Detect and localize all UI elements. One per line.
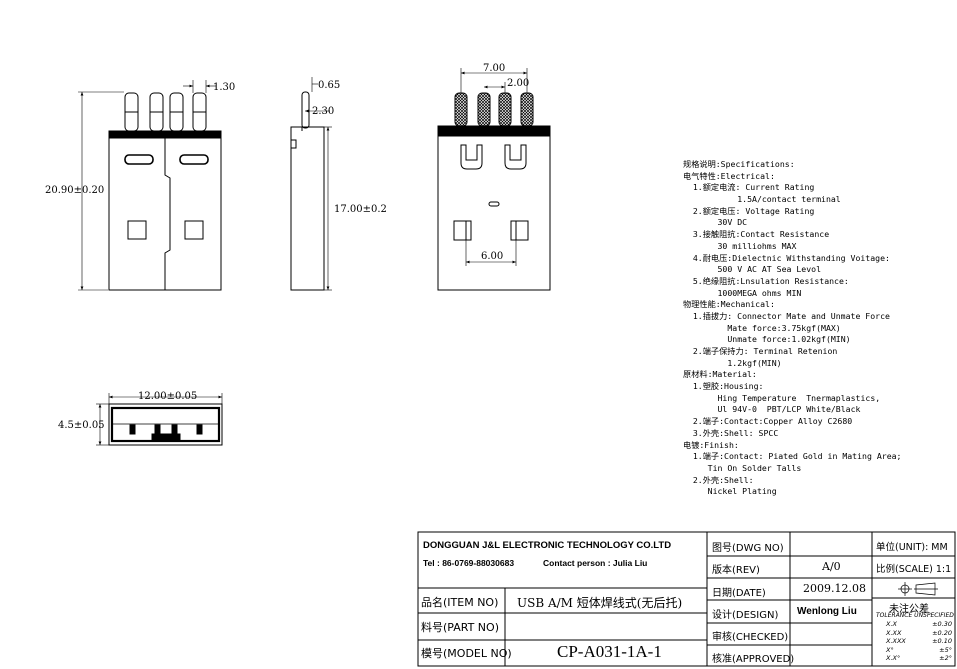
tolerance-value: ±2° [939, 654, 952, 663]
spec-line: 2.额定电压: Voltage Rating [683, 205, 815, 216]
tolerance-row: X.XXX ±0.10 [886, 637, 952, 646]
checked-label: 审核(CHECKED) [712, 632, 789, 643]
dim-window-span: 6.00 [481, 251, 503, 262]
design-value: Wenlong Liu [797, 606, 857, 617]
spec-line: 4.耐电压:Dielectnic Withstanding Voitage: [683, 252, 890, 263]
title-block-grid [417, 531, 956, 667]
model-label: 模号(MODEL NO) [421, 647, 512, 660]
unit-label: 单位(UNIT): MM [876, 542, 948, 553]
date-label: 日期(DATE) [712, 588, 766, 599]
design-label: 设计(DESIGN) [712, 610, 779, 621]
dim-side-height: 20.90±0.20 [45, 185, 104, 196]
spec-line: 30V DC [683, 217, 748, 228]
scale-label: 比例(SCALE) 1:1 [876, 564, 952, 575]
rev-label: 版本(REV) [712, 565, 760, 576]
spec-line: 5.绝缘阻抗:Lnsulation Resistance: [683, 275, 849, 286]
tolerance-value: ±0.10 [932, 637, 952, 646]
spec-line: 1.端子:Contact: Piated Gold in Mating Area… [683, 451, 902, 462]
approved-label: 核准(APPROVED) [712, 654, 795, 665]
spec-line: 物理性能:Mechanical: [683, 299, 775, 310]
tolerance-title: 未注公差 [889, 604, 929, 615]
company-name: DONGGUAN J&L ELECTRONIC TECHNOLOGY CO.LT… [423, 540, 672, 551]
dim-pin-width: 1.30 [213, 82, 235, 93]
company-tel: Tel : 86-0769-88030683 [423, 558, 515, 568]
tolerance-value: ±5° [939, 645, 952, 654]
dim-face-width: 12.00±0.05 [138, 391, 197, 402]
spec-line: 30 milliohms MAX [683, 240, 797, 251]
spec-line: Mate force:3.75kgf(MAX) [683, 322, 841, 333]
company-contact: Contact person : Julia Liu [543, 558, 648, 568]
dim-pin-span: 7.00 [483, 63, 505, 74]
dim-profile-offset: 2.30 [312, 106, 334, 117]
spec-line: 原材料:Material: [683, 369, 757, 380]
spec-line: Hing Temperature Tnermaplastics, [683, 392, 881, 403]
face-view [96, 393, 223, 446]
item-label: 品名(ITEM NO) [421, 596, 499, 609]
tolerance-key: X.XX [886, 628, 902, 637]
side-view [290, 77, 332, 291]
dwg-label: 图号(DWG NO) [712, 543, 784, 554]
spec-line: 3.接触阻抗:Contact Resistance [683, 229, 830, 240]
dim-pin-pitch: 2.00 [507, 78, 529, 89]
model-value: CP-A031-1A-1 [557, 642, 662, 661]
spec-line: 500 V AC AT Sea Levol [683, 264, 822, 275]
tolerance-key: X° [886, 645, 894, 654]
spec-line: 1.额定电流: Current Rating [683, 182, 815, 193]
date-value: 2009.12.08 [803, 582, 866, 595]
spec-line: 2.端子:Contact:Copper Alloy C2680 [683, 416, 853, 427]
tolerance-row: X.XX ±0.20 [886, 629, 952, 638]
spec-line: 电镀:Finish: [683, 439, 739, 450]
dim-body-height: 17.00±0.2 [334, 204, 387, 215]
spec-line: Tin On Solder Talls [683, 462, 802, 473]
spec-line: 电气特性:Electrical: [683, 170, 775, 181]
part-label: 料号(PART NO) [421, 621, 499, 634]
tolerance-value: ±0.20 [932, 628, 952, 637]
spec-line: 2.外壳:Shell: [683, 474, 754, 485]
dim-face-height: 4.5±0.05 [58, 420, 105, 431]
spec-line: 1.插拔力: Connector Mate and Unmate Force [683, 310, 890, 321]
projection-symbol-icon [898, 582, 938, 596]
spec-line: 3.外壳:Shell: SPCC [683, 427, 779, 438]
spec-line: 1.2kgf(MIN) [683, 357, 782, 368]
spec-line: 1000MEGA ohms MIN [683, 287, 802, 298]
back-view [437, 68, 551, 291]
tolerance-row: X.X ±0.30 [886, 620, 952, 629]
item-value: USB A/M 短体焊线式(无后托) [517, 596, 683, 610]
spec-line: 规格说明:Specifications: [683, 159, 795, 169]
spec-line: 2.端子保持力: Terminal Retenion [683, 346, 838, 356]
tolerance-subtitle: TOLERANCE UNSPECIFIED [876, 612, 954, 619]
spec-line: 1.塑胶:Housing: [683, 381, 764, 392]
spec-line: Unmate force:1.02kgf(MIN) [683, 334, 851, 345]
tolerance-value: ±0.30 [932, 620, 952, 628]
tolerance-row: X° ±5° [886, 646, 952, 655]
tolerance-key: X.X [886, 620, 897, 628]
dim-profile-thickness: 0.65 [318, 80, 340, 91]
spec-line: Nickel Plating [683, 486, 777, 497]
rev-value: A/0 [822, 560, 841, 573]
front-view [78, 80, 222, 291]
tolerance-row: X.X° ±2° [886, 654, 952, 663]
tolerance-key: X.XXX [886, 637, 906, 646]
specifications-list: 规格说明:Specifications:电气特性:Electrical: 1.额… [683, 159, 953, 498]
spec-line: Ul 94V-0 PBT/LCP White/Black [683, 404, 861, 415]
tolerance-key: X.X° [886, 654, 901, 663]
spec-line: 1.5A/contact terminal [683, 194, 841, 205]
